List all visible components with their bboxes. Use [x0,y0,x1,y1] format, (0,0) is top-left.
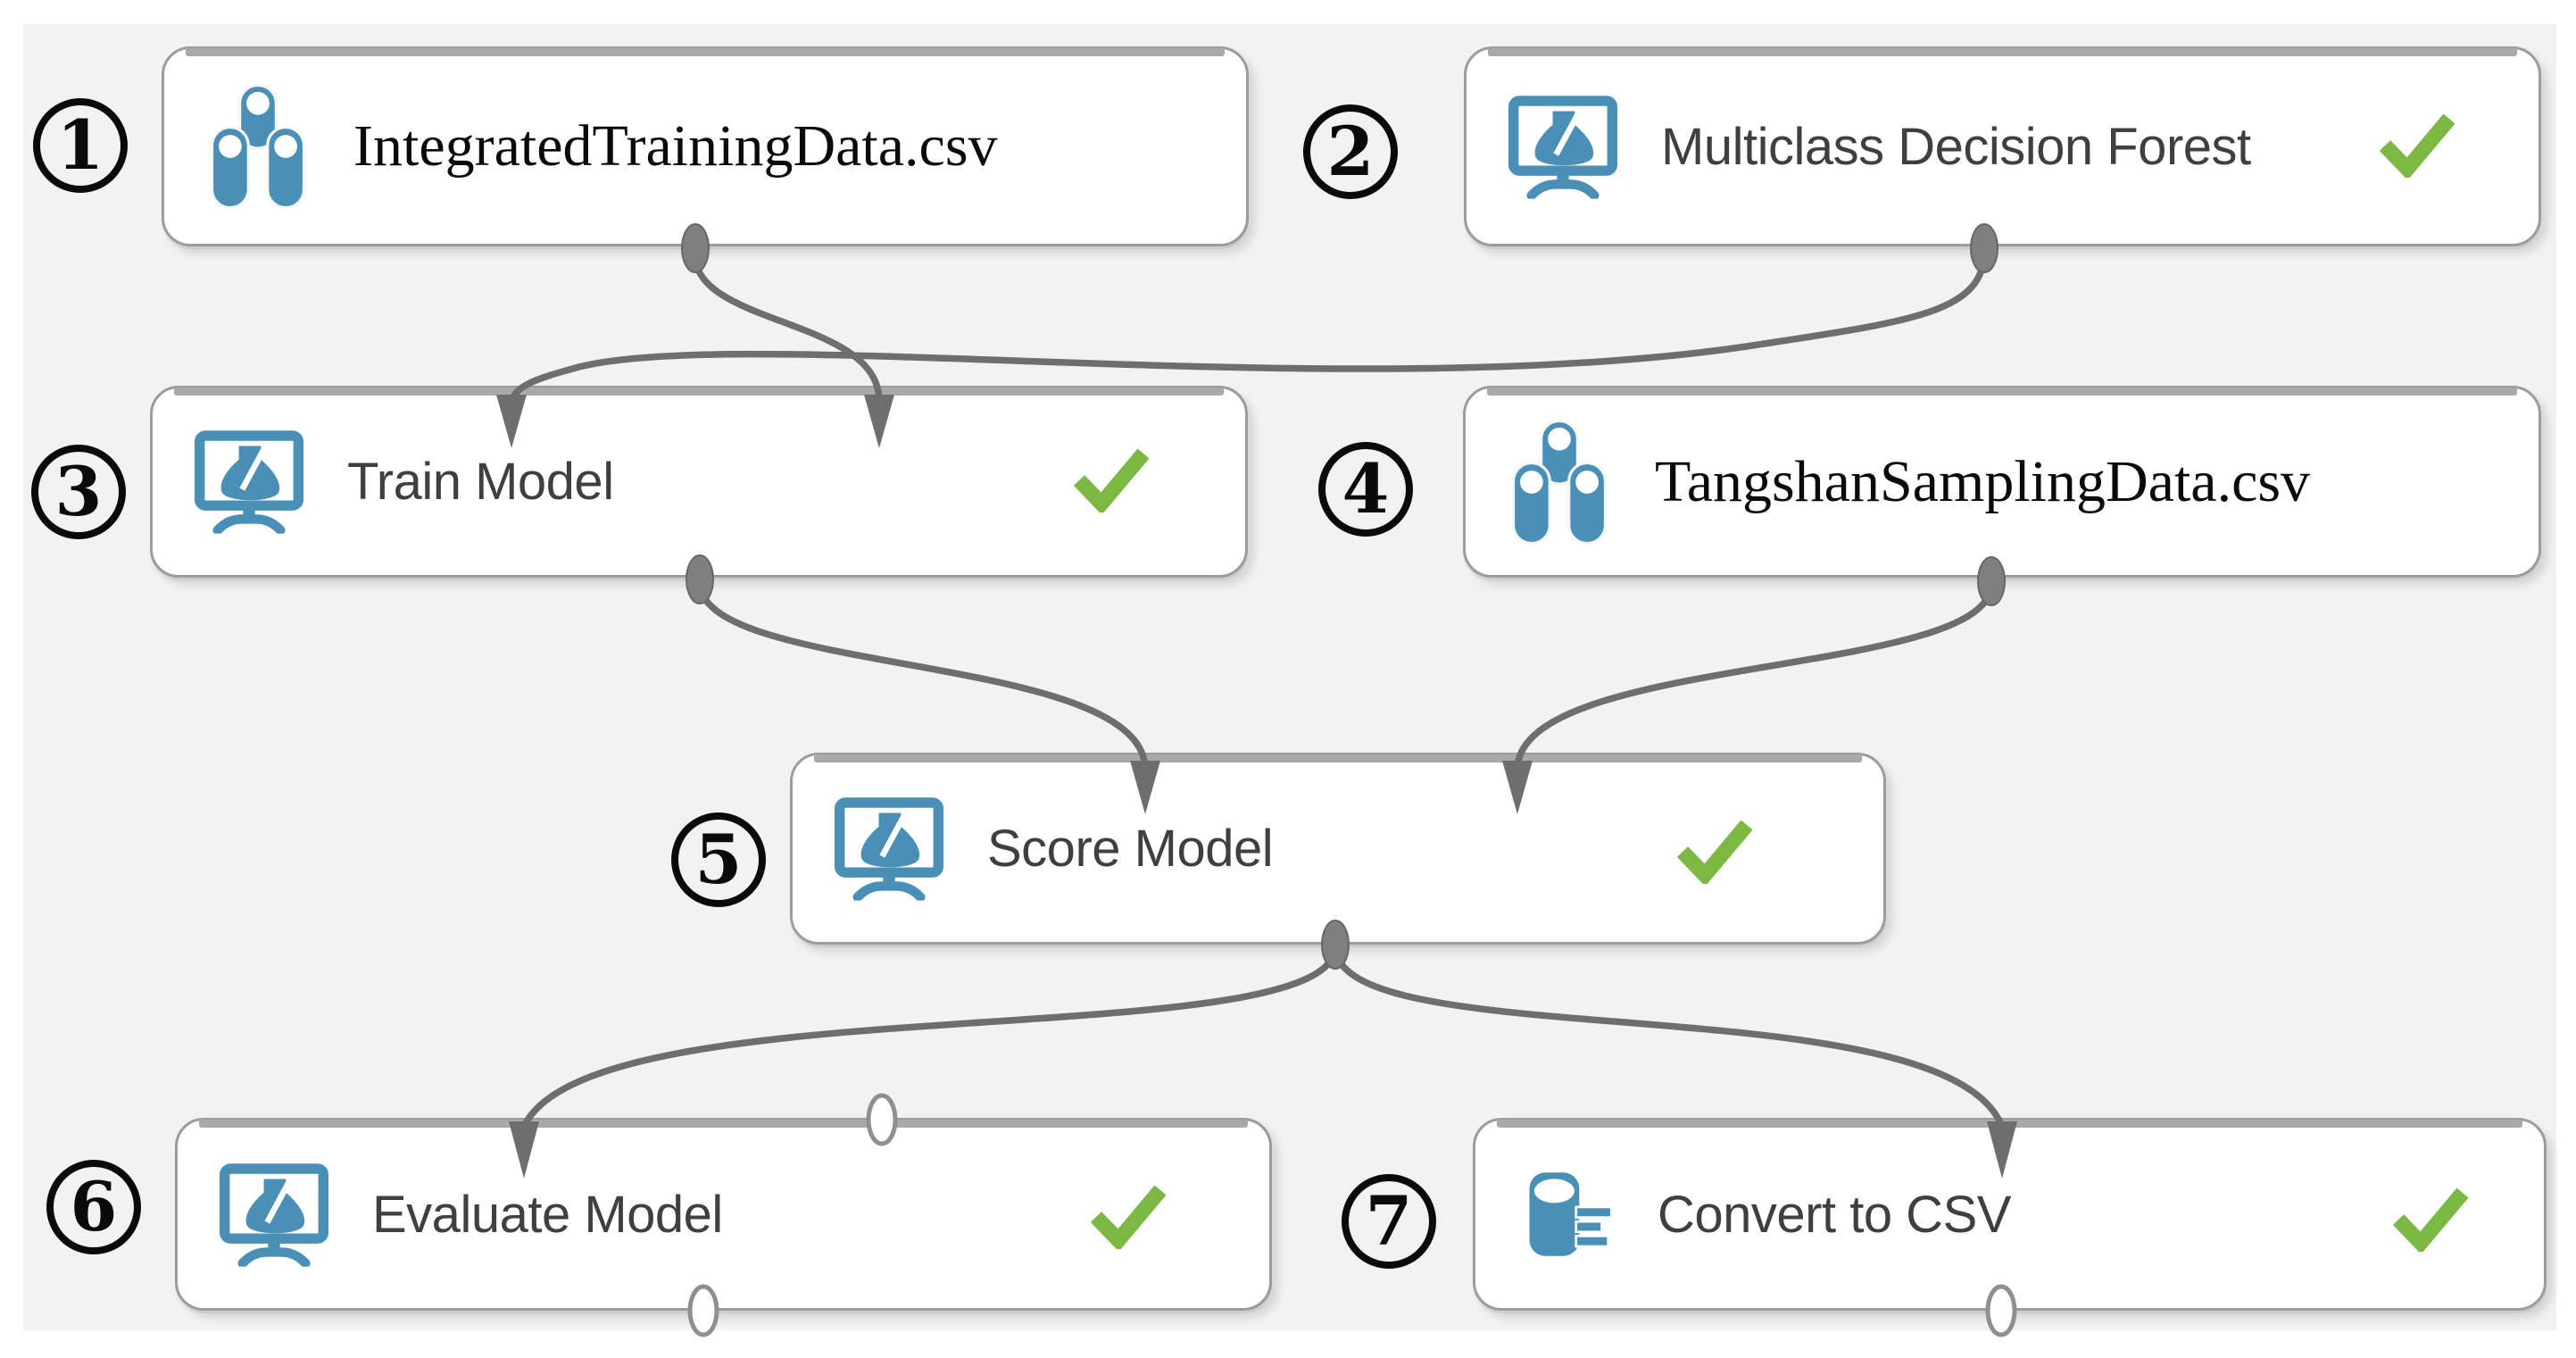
node-label: TangshanSamplingData.csv [1655,448,2311,514]
node-label: Multiclass Decision Forest [1661,117,2251,176]
ml-module-icon [834,796,944,901]
ml-module-icon [1508,95,1618,199]
convert-to-csv-icon [1517,1166,1615,1262]
node-multiclass-decision-forest[interactable]: Multiclass Decision Forest [1464,46,2541,246]
step-number-2: 2 [1303,104,1398,199]
status-check-icon [1074,448,1149,512]
node-score-model[interactable]: Score Model [790,753,1886,945]
node-label: IntegratedTrainingData.csv [353,113,998,179]
ml-module-icon [219,1162,329,1267]
node-label: Evaluate Model [372,1185,723,1244]
step-number-3: 3 [31,445,126,539]
step-number-7: 7 [1342,1174,1436,1269]
node-tangshan-sampling-data[interactable]: TangshanSamplingData.csv [1463,386,2541,578]
status-check-icon [2393,1187,2468,1252]
node-convert-to-csv[interactable]: Convert to CSV [1473,1118,2547,1311]
status-check-icon [1677,820,1752,884]
step-number-5: 5 [671,812,766,907]
status-check-icon [2380,113,2455,178]
status-check-icon [1091,1185,1166,1249]
node-label: Score Model [987,820,1274,878]
ml-module-icon [194,429,304,534]
step-number-1: 1 [33,98,128,193]
step-number-4: 4 [1318,442,1413,537]
step-number-6: 6 [46,1160,141,1254]
node-label: Convert to CSV [1658,1185,2011,1244]
node-label: Train Model [347,453,614,511]
dataset-icon [1507,419,1612,546]
node-integrated-training-data[interactable]: IntegratedTrainingData.csv [162,46,1249,246]
dataset-icon [205,83,311,210]
